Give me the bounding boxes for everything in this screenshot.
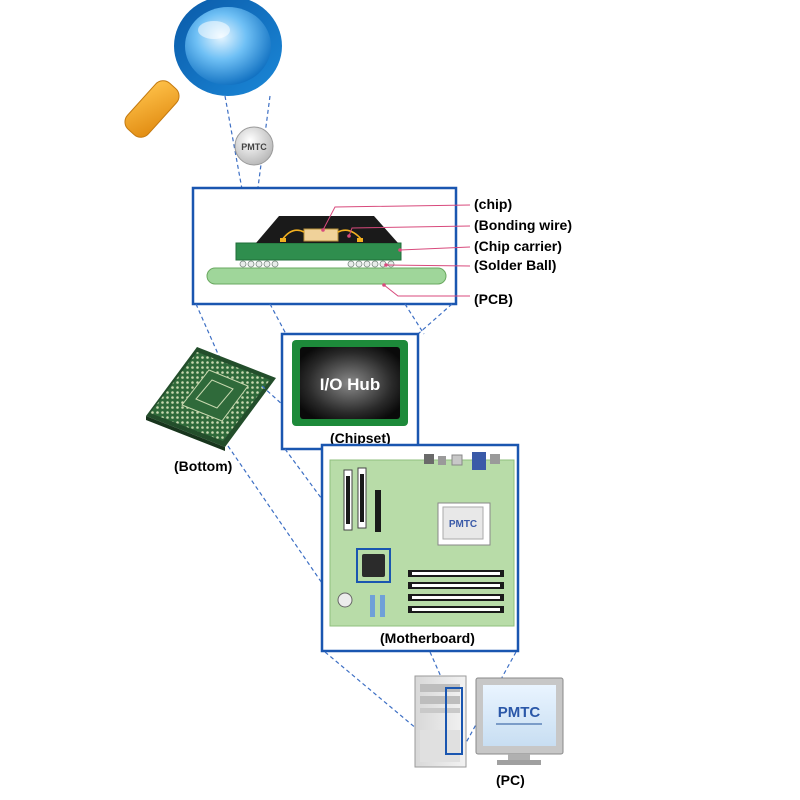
label-bonding-wire: (Bonding wire) xyxy=(474,217,572,233)
label-chipset: (Chipset) xyxy=(330,430,391,446)
motherboard-logo: PMTC xyxy=(449,519,477,530)
pmtc-badge: PMTC xyxy=(235,127,273,165)
label-pcb: (PCB) xyxy=(474,291,513,307)
label-bottom: (Bottom) xyxy=(174,458,232,474)
chip-carrier xyxy=(236,243,401,260)
label-chip-carrier: (Chip carrier) xyxy=(474,238,562,254)
label-solder-ball: (Solder Ball) xyxy=(474,257,556,273)
label-pc: (PC) xyxy=(496,772,525,788)
label-chip: (chip) xyxy=(474,196,512,212)
io-hub-chip: I/O Hub xyxy=(292,340,408,426)
monitor-logo: PMTC xyxy=(498,704,541,721)
motherboard-board: PMTC xyxy=(330,452,514,626)
pc-monitor: PMTC xyxy=(476,678,563,765)
magnifier-icon xyxy=(121,0,282,141)
magnifier-badge-text: PMTC xyxy=(241,142,267,152)
io-hub-label: I/O Hub xyxy=(320,375,380,394)
label-motherboard: (Motherboard) xyxy=(380,630,475,646)
bga-chip-bottom xyxy=(146,347,276,451)
chip-die xyxy=(304,229,338,241)
pcb-board xyxy=(207,268,446,284)
motherboard-chipset xyxy=(362,554,385,577)
